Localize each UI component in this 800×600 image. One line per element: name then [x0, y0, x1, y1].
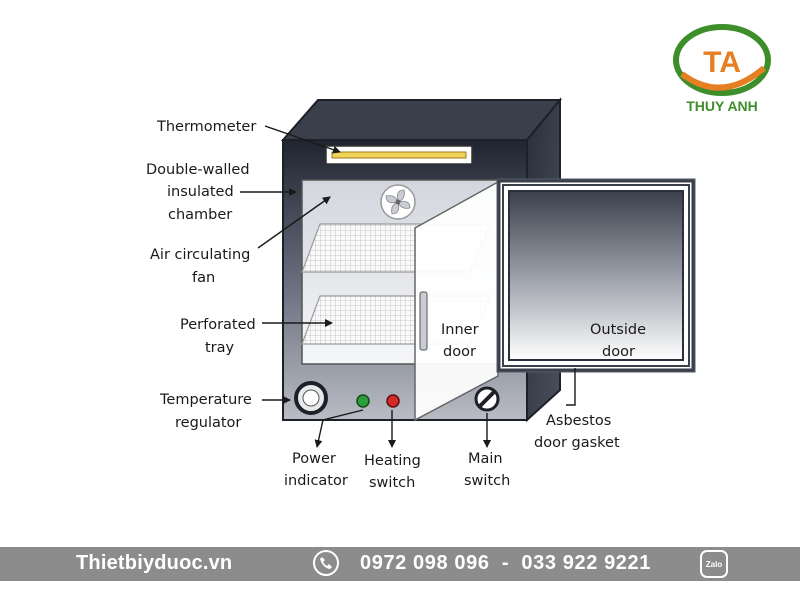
label-inner-door-2: door: [443, 344, 476, 360]
temperature-regulator-knob[interactable]: [294, 381, 328, 415]
label-heating-1: Heating: [364, 453, 421, 469]
cabinet-top: [280, 99, 563, 141]
label-power-1: Power: [292, 451, 336, 467]
outside-door-panel: [508, 190, 684, 361]
leader-lines: [240, 125, 576, 448]
inner-door-handle[interactable]: [419, 291, 428, 351]
label-tray-2: tray: [205, 340, 235, 356]
air-circulating-fan: [380, 184, 416, 220]
power-indicator-light: [356, 394, 370, 408]
logo-name: THUY ANH: [686, 98, 758, 114]
website-link[interactable]: Thietbiyduoc.vn: [76, 552, 233, 574]
label-regulator-2: regulator: [175, 415, 241, 431]
label-main-2: switch: [464, 473, 510, 489]
thuy-anh-logo: TA THUY ANH: [668, 22, 776, 118]
diagram-labels: Thermometer Double-walled insulated cham…: [146, 119, 646, 491]
zalo-icon[interactable]: Zalo: [700, 550, 728, 578]
ta-logo-mark: TA: [673, 24, 771, 96]
label-chamber-1: Double-walled: [146, 162, 250, 178]
main-switch[interactable]: [474, 386, 500, 412]
label-gasket-2: door gasket: [534, 435, 620, 451]
label-chamber-3: chamber: [168, 207, 232, 223]
label-chamber-2: insulated: [167, 184, 234, 200]
label-fan-2: fan: [192, 270, 215, 286]
contact-footer: Thietbiyduoc.vn 0972 098 096 - 033 922 9…: [0, 547, 800, 581]
label-heating-2: switch: [369, 475, 415, 491]
label-gasket-1: Asbestos: [546, 413, 611, 429]
label-power-2: indicator: [284, 473, 348, 489]
asbestos-door-gasket: [496, 178, 696, 373]
label-main-1: Main: [468, 451, 503, 467]
control-panel: [294, 381, 500, 415]
thermometer-liquid: [331, 151, 467, 159]
logo-initials: TA: [703, 46, 741, 79]
label-regulator-1: Temperature: [159, 392, 252, 408]
inner-door[interactable]: [414, 180, 499, 422]
label-inner-door-1: Inner: [441, 322, 479, 338]
thermometer: [325, 145, 473, 165]
label-thermometer: Thermometer: [156, 119, 256, 135]
label-outside-door-1: Outside: [590, 322, 646, 338]
label-fan-1: Air circulating: [150, 247, 250, 263]
label-tray-1: Perforated: [180, 317, 256, 333]
label-outside-door-2: door: [602, 344, 635, 360]
phone-icon: [313, 550, 339, 576]
zalo-label: Zalo: [706, 560, 723, 569]
outside-door[interactable]: [496, 178, 696, 373]
phone-numbers[interactable]: 0972 098 096 - 033 922 9221: [360, 552, 651, 574]
heating-switch[interactable]: [386, 394, 400, 408]
